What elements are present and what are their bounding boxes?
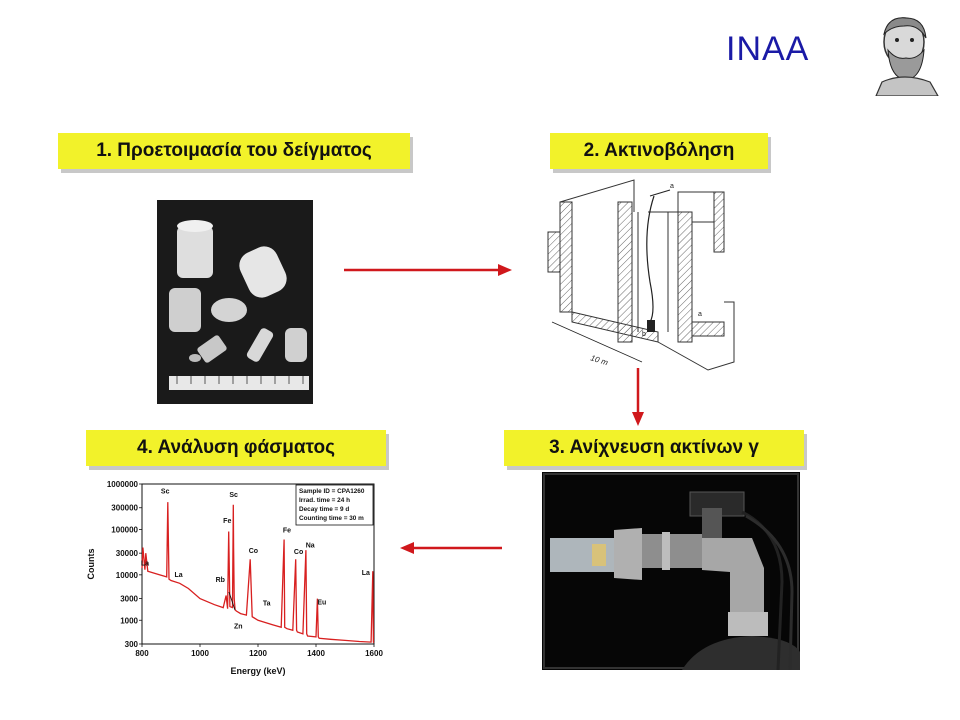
y-tick-label: 300 [125, 640, 139, 649]
legend-line-2: Irrad. time = 24 h [299, 497, 350, 504]
legend-box: Sample ID = CPA1260 Irrad. time = 24 h D… [295, 484, 374, 526]
scale-label: 10 m [589, 353, 609, 367]
marker-a-bottom: a [698, 311, 702, 318]
peak-label-fe: Fe [283, 528, 291, 535]
peak-label-la: La [362, 570, 370, 577]
x-tick-label: 1400 [307, 649, 325, 658]
peak-label-la: La [174, 572, 182, 579]
y-axis-label: Counts [86, 549, 96, 580]
zn-pointer-line [228, 591, 236, 611]
sample-vials-photo [157, 200, 313, 404]
x-tick-label: 1600 [365, 649, 383, 658]
step-4-label: 4. Ανάλυση φάσματος [86, 430, 386, 466]
peak-label-co: Co [294, 549, 303, 556]
peak-label-la: La [141, 561, 149, 568]
y-tick-label: 10000 [116, 571, 139, 580]
x-tick-label: 1200 [249, 649, 267, 658]
peak-label-ta: Ta [263, 601, 271, 608]
legend-line-1: Sample ID = CPA1260 [299, 488, 365, 495]
marker-b: b [642, 331, 646, 338]
arrow-step3-to-step4 [400, 542, 502, 554]
peak-label-fe: Fe [223, 518, 231, 525]
peak-label-eu: Eu [317, 600, 326, 607]
gamma-detector-photo [542, 472, 800, 670]
peak-label-zn: Zn [234, 624, 243, 631]
peak-label-na: Na [306, 542, 315, 549]
legend-line-4: Counting time = 30 m [299, 515, 364, 522]
arrow-step1-to-step2 [344, 264, 512, 276]
peak-label-sc: Sc [229, 492, 238, 499]
peak-label-rb: Rb [216, 577, 225, 584]
marker-a-top: a [670, 183, 674, 190]
reactor-cross-section-drawing: a a b 10 m [547, 179, 735, 371]
y-tick-label: 1000 [120, 616, 138, 625]
spectrum-line [141, 502, 375, 644]
peak-label-sc: Sc [161, 488, 170, 495]
y-tick-label: 300000 [111, 504, 138, 513]
y-tick-label: 30000 [116, 549, 139, 558]
arrow-step2-to-step3 [632, 368, 644, 426]
y-tick-label: 1000000 [107, 480, 139, 489]
gamma-spectrum-chart: 1000000 300000 100000 30000 10000 3000 1000 300… [86, 480, 383, 676]
step-2-label: 2. Ακτινοβόληση [550, 133, 768, 169]
legend-line-3: Decay time = 9 d [299, 506, 349, 513]
philosopher-bust-icon [875, 17, 939, 96]
x-tick-label: 800 [135, 649, 149, 658]
step-1-label: 1. Προετοιμασία του δείγματος [58, 133, 410, 169]
y-tick-label: 3000 [120, 595, 138, 604]
y-tick-label: 100000 [111, 525, 138, 534]
peak-label-co: Co [249, 548, 258, 555]
page-title: INAA [726, 30, 810, 68]
x-tick-label: 1000 [191, 649, 209, 658]
x-axis-label: Energy (keV) [230, 666, 285, 676]
step-3-label: 3. Ανίχνευση ακτίνων γ [504, 430, 804, 466]
